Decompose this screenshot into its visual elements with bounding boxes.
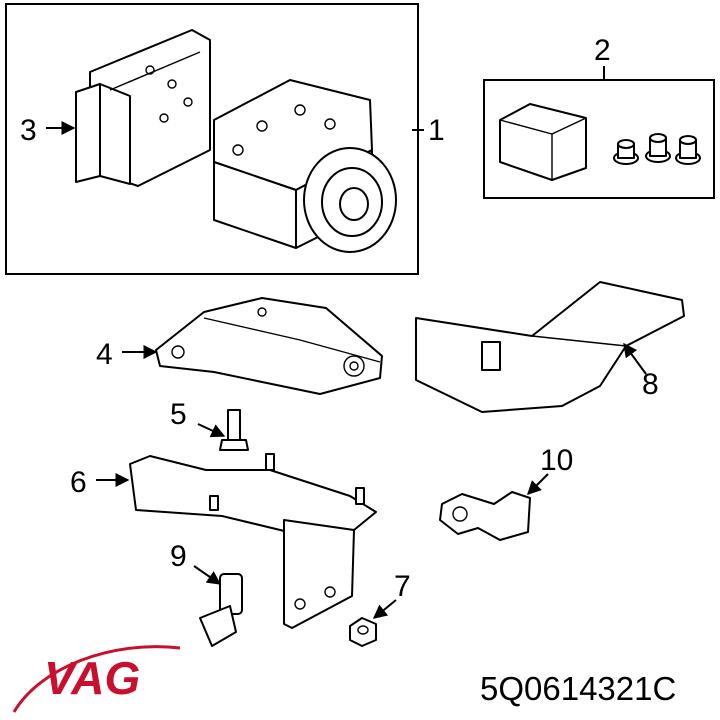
callout-3: 3 (20, 114, 37, 147)
callout-9: 9 (170, 540, 187, 573)
vag-logo: VAG (12, 645, 181, 713)
callout-8: 8 (642, 368, 659, 401)
group-box-1 (5, 3, 419, 275)
hydraulic-unit-part-1 (213, 79, 397, 253)
callout-10: 10 (540, 444, 573, 477)
part-number: 5Q0614321C (480, 670, 676, 707)
callout-7: 7 (394, 570, 411, 603)
leader-7 (372, 599, 397, 619)
callout-2: 2 (594, 34, 611, 67)
nut-part-7 (349, 617, 377, 647)
vag-logo-text: VAG (44, 652, 140, 704)
leader-5 (197, 423, 226, 438)
group-box-2 (483, 79, 715, 199)
bracket-kit-part-2 (499, 103, 701, 181)
callout-5: 5 (170, 398, 187, 431)
callout-6: 6 (70, 466, 87, 499)
bolt-part-5 (219, 409, 249, 451)
leader-9 (193, 565, 222, 585)
callout-4: 4 (96, 338, 113, 371)
support-bracket-part-6 (129, 453, 377, 629)
leader-10 (527, 473, 549, 495)
callout-1: 1 (428, 114, 445, 147)
leader-8 (623, 342, 647, 375)
sensor-part-9 (199, 573, 243, 647)
mounting-plate-part-4 (155, 297, 383, 395)
sensor-bracket-part-10 (439, 491, 531, 541)
control-module-part-3 (75, 29, 211, 187)
